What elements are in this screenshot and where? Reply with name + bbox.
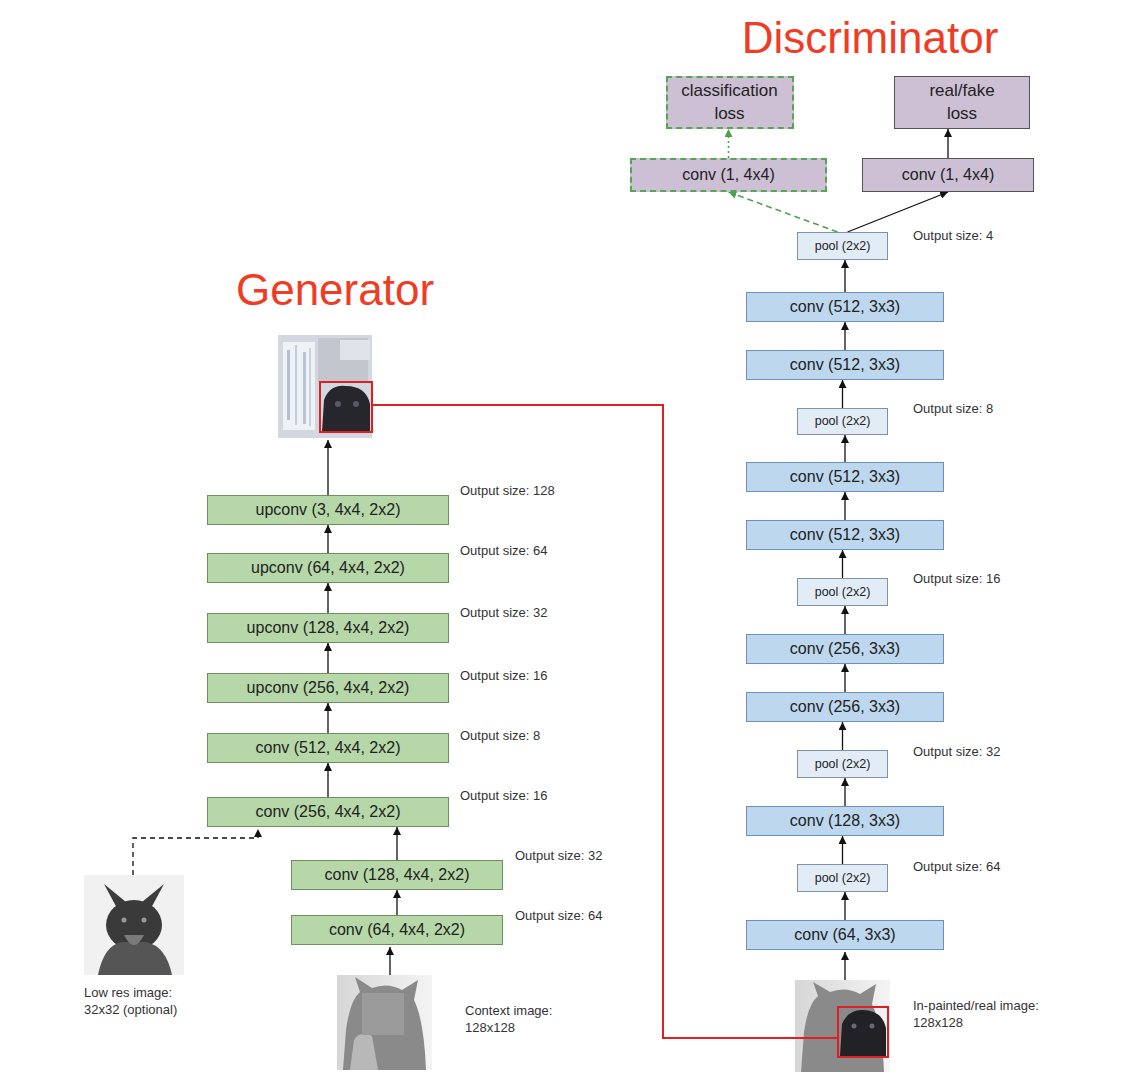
section-title: Discriminator [700, 14, 1040, 62]
conv-box: conv (512, 3x3) [746, 462, 944, 492]
box-text: upconv (128, 4x4, 2x2) [247, 618, 410, 637]
output-size-label: Output size: 64 [460, 543, 547, 560]
image-caption: In-painted/real image: 128x128 [913, 998, 1063, 1032]
flow-arrow [844, 606, 845, 634]
box-text: conv (512, 3x3) [790, 525, 900, 544]
output-size-label: Output size: 8 [913, 401, 993, 418]
pool-box: pool (2x2) [797, 864, 888, 892]
box-text: upconv (3, 4x4, 2x2) [256, 500, 401, 519]
output-size-label: Output size: 8 [460, 728, 540, 745]
conv-box: conv (128, 3x3) [746, 806, 944, 836]
box-text: conv (1, 4x4) [682, 165, 774, 184]
output-size-label: Output size: 32 [515, 848, 602, 865]
conv-box: conv (256, 3x3) [746, 634, 944, 664]
output-size-label: Output size: 64 [913, 859, 1000, 876]
output-size-label: Output size: 32 [460, 605, 547, 622]
output-arrow [327, 440, 328, 495]
box-text: upconv (256, 4x4, 2x2) [247, 678, 410, 697]
generated-image [278, 335, 372, 438]
loss-box: classification loss [666, 76, 794, 129]
pool-box: pool (2x2) [797, 232, 888, 260]
optional-input-arrow [133, 829, 258, 875]
box-text: pool (2x2) [815, 871, 871, 886]
box-text: conv (1, 4x4) [902, 165, 994, 184]
flow-arrow [396, 890, 397, 915]
box-text: conv (256, 4x4, 2x2) [256, 802, 401, 821]
output-size-label: Output size: 16 [460, 788, 547, 805]
box-text: real/fake loss [917, 80, 1007, 124]
flow-arrow [844, 322, 845, 350]
loss-box: real/fake loss [894, 76, 1030, 129]
image-caption: Context image: 128x128 [465, 1003, 565, 1037]
conv-box: conv (128, 4x4, 2x2) [291, 860, 503, 890]
box-text: pool (2x2) [815, 757, 871, 772]
conv-box: conv (512, 3x3) [746, 292, 944, 322]
flow-arrow [844, 664, 845, 692]
box-text: conv (128, 3x3) [790, 811, 900, 830]
conv-box: conv (512, 3x3) [746, 350, 944, 380]
conv-box: conv (64, 3x3) [746, 920, 944, 950]
output-size-label: Output size: 16 [913, 571, 1000, 588]
flow-arrow [842, 836, 843, 864]
flow-arrow [327, 763, 328, 797]
box-text: pool (2x2) [815, 239, 871, 254]
flow-arrow [327, 525, 328, 553]
flow-arrow [842, 722, 843, 750]
box-text: conv (256, 3x3) [790, 639, 900, 658]
output-size-label: Output size: 4 [913, 228, 993, 245]
flow-arrow [844, 435, 845, 462]
pool-box: pool (2x2) [797, 578, 888, 606]
box-text: conv (512, 3x3) [790, 297, 900, 316]
output-size-label: Output size: 64 [515, 908, 602, 925]
flow-arrow [844, 260, 845, 292]
flow-arrow [842, 380, 843, 408]
conv-box: conv (512, 3x3) [746, 520, 944, 550]
output-conv-box: conv (1, 4x4) [630, 158, 827, 192]
upconv-box: upconv (256, 4x4, 2x2) [207, 673, 449, 703]
flow-arrow [396, 827, 397, 860]
image-caption: Low res image: 32x32 (optional) [84, 985, 199, 1019]
flow-arrow [848, 192, 949, 232]
box-text: conv (512, 3x3) [790, 355, 900, 374]
conv-box: conv (256, 4x4, 2x2) [207, 797, 449, 827]
output-size-label: Output size: 128 [460, 483, 555, 500]
pool-box: pool (2x2) [797, 750, 888, 778]
box-text: conv (128, 4x4, 2x2) [325, 865, 470, 884]
box-text: conv (512, 4x4, 2x2) [256, 738, 401, 757]
upconv-box: upconv (3, 4x4, 2x2) [207, 495, 449, 525]
upconv-box: upconv (64, 4x4, 2x2) [207, 553, 449, 583]
upconv-box: upconv (128, 4x4, 2x2) [207, 613, 449, 643]
flow-arrow [844, 892, 845, 920]
box-text: conv (512, 3x3) [790, 467, 900, 486]
conv-box: conv (256, 3x3) [746, 692, 944, 722]
flow-arrow [842, 550, 843, 578]
conv-box: conv (64, 4x4, 2x2) [291, 915, 503, 945]
flow-arrow [729, 192, 838, 232]
flow-arrow [327, 583, 328, 613]
flow-arrow [844, 492, 845, 520]
box-text: conv (64, 3x3) [794, 925, 895, 944]
flow-arrow [947, 129, 948, 158]
context-image [337, 975, 432, 1070]
section-title: Generator [200, 266, 470, 314]
flow-arrow [327, 643, 328, 673]
output-size-label: Output size: 32 [913, 744, 1000, 761]
box-text: pool (2x2) [815, 414, 871, 429]
inpainted-image [795, 980, 890, 1072]
input-arrow [844, 952, 845, 980]
output-conv-box: conv (1, 4x4) [862, 158, 1034, 192]
box-text: conv (256, 3x3) [790, 697, 900, 716]
output-size-label: Output size: 16 [460, 668, 547, 685]
low-res-image [84, 875, 184, 975]
flow-arrow [844, 778, 845, 806]
box-text: pool (2x2) [815, 585, 871, 600]
input-arrow [389, 947, 390, 975]
box-text: conv (64, 4x4, 2x2) [329, 920, 465, 939]
box-text: classification loss [675, 80, 785, 124]
conv-box: conv (512, 4x4, 2x2) [207, 733, 449, 763]
box-text: upconv (64, 4x4, 2x2) [251, 558, 405, 577]
flow-arrow [728, 129, 730, 158]
pool-box: pool (2x2) [797, 408, 888, 435]
flow-arrow [327, 703, 328, 733]
